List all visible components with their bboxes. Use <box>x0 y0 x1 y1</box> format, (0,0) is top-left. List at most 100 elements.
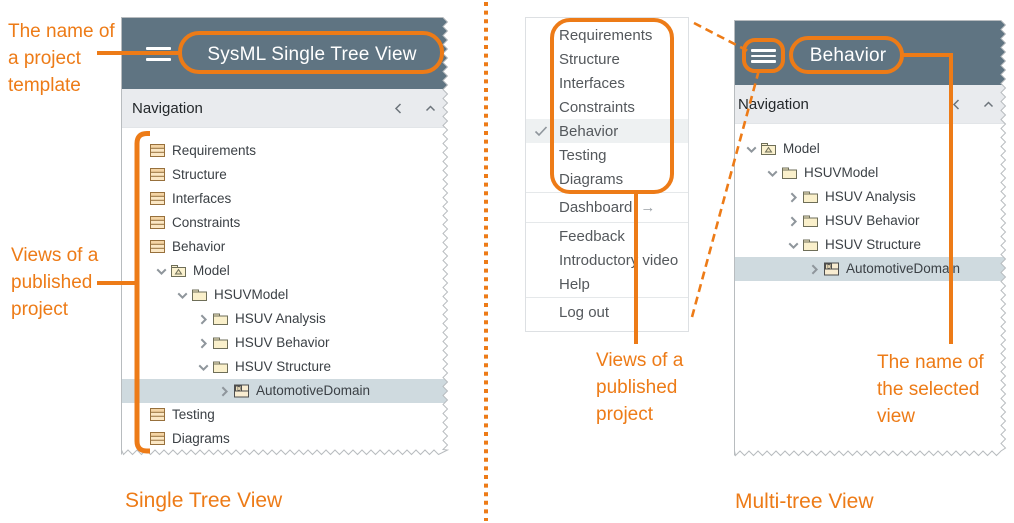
tree-item-automotivedomain[interactable]: D AutomotiveDomain <box>121 379 448 403</box>
menu-item-help[interactable]: Help <box>526 272 688 296</box>
expand-chevron-icon[interactable] <box>785 191 802 203</box>
menu-item-behavior[interactable]: Behavior <box>526 119 688 143</box>
tree-item-label: HSUVModel <box>214 287 289 302</box>
tree-item-testing[interactable]: Testing <box>122 403 448 427</box>
menu-item-testing[interactable]: Testing <box>526 143 688 167</box>
menu-item-requirements[interactable]: Requirements <box>526 23 688 47</box>
tree-item-label: HSUV Analysis <box>235 311 326 326</box>
tree-item-label: HSUV Behavior <box>825 213 920 228</box>
tree-item-interfaces[interactable]: Interfaces <box>122 187 448 211</box>
tree-item-label: HSUV Structure <box>235 359 332 374</box>
menu-separator <box>526 192 688 193</box>
scroll-up-icon[interactable] <box>981 97 996 112</box>
collapse-chevron-icon[interactable] <box>764 167 781 179</box>
collapse-chevron-icon[interactable] <box>743 143 760 155</box>
hamburger-menu-icon[interactable] <box>751 49 776 63</box>
menu-item-feedback[interactable]: Feedback <box>526 224 688 248</box>
menu-item-label: Interfaces <box>559 74 625 92</box>
tree-item-constraints[interactable]: Constraints <box>122 211 448 235</box>
collapse-panel-icon[interactable] <box>391 101 406 116</box>
tree-item-hsuv-structure[interactable]: HSUV Structure <box>735 233 1006 257</box>
menu-item-dashboard[interactable]: Dashboard → <box>526 194 688 221</box>
menu-item-label: Log out <box>559 304 610 321</box>
menu-item-label: Diagrams <box>559 170 624 188</box>
view-icon <box>149 431 166 447</box>
scroll-up-icon[interactable] <box>423 101 438 116</box>
tree-item-hsuv-analysis[interactable]: HSUV Analysis <box>735 185 1006 209</box>
annotation-selected-view: The name of the selected view <box>877 352 984 427</box>
menu-item-introductory-video[interactable]: Introductory video <box>526 248 688 272</box>
tree-item-label: Diagrams <box>172 431 230 446</box>
menu-item-label: Requirements <box>559 26 653 44</box>
tree-item-label: Structure <box>172 167 227 182</box>
tree-item-hsuv-structure[interactable]: HSUV Structure <box>122 355 448 379</box>
expand-chevron-icon[interactable] <box>806 263 823 275</box>
tree-item-hsuvmodel[interactable]: HSUVModel <box>735 161 1006 185</box>
collapse-chevron-icon[interactable] <box>195 361 212 373</box>
tree-item-label: Behavior <box>172 239 226 254</box>
diagram-icon: D <box>233 383 250 399</box>
menu-item-label: Introductory video <box>559 251 679 269</box>
caption-single-tree: Single Tree View <box>125 489 283 512</box>
tree-item-diagrams[interactable]: Diagrams <box>122 427 448 451</box>
tree-item-label: AutomotiveDomain <box>846 261 961 276</box>
folder-icon <box>212 335 229 351</box>
tree-item-label: Testing <box>172 407 215 422</box>
view-title: Behavior <box>809 45 887 66</box>
tree-item-label: HSUV Analysis <box>825 189 916 204</box>
expand-chevron-icon[interactable] <box>216 385 233 397</box>
expand-chevron-icon[interactable] <box>195 313 212 325</box>
svg-text:D: D <box>237 386 241 392</box>
menu-item-interfaces[interactable]: Interfaces <box>526 71 688 95</box>
collapse-panel-icon[interactable] <box>949 97 964 112</box>
collapse-chevron-icon[interactable] <box>174 289 191 301</box>
app-header: SysML Single Tree View <box>121 17 448 89</box>
annotation-views-mid: Views of a published project <box>596 350 684 425</box>
menu-item-label: Feedback <box>559 227 625 245</box>
expand-chevron-icon[interactable] <box>195 337 212 349</box>
tree-item-label: Constraints <box>172 215 241 230</box>
menu-item-label: Constraints <box>559 98 635 116</box>
hamburger-menu-icon[interactable] <box>146 47 171 61</box>
folder-icon <box>802 213 819 229</box>
collapse-chevron-icon[interactable] <box>153 265 170 277</box>
menu-item-label: Dashboard <box>559 199 633 216</box>
menu-item-diagrams[interactable]: Diagrams <box>526 167 688 191</box>
collapse-chevron-icon[interactable] <box>785 239 802 251</box>
tree-item-hsuvmodel[interactable]: HSUVModel <box>122 283 448 307</box>
svg-text:D: D <box>827 264 831 270</box>
menu-item-constraints[interactable]: Constraints <box>526 95 688 119</box>
expand-chevron-icon[interactable] <box>785 215 802 227</box>
tree-item-behavior[interactable]: Behavior <box>122 235 448 259</box>
tree-item-requirements[interactable]: Requirements <box>122 139 448 163</box>
navigation-bar: Navigation <box>734 85 1006 124</box>
menu-item-structure[interactable]: Structure <box>526 47 688 71</box>
view-icon <box>149 167 166 183</box>
tree-item-structure[interactable]: Structure <box>122 163 448 187</box>
annotation-views-left: Views of a published project <box>11 245 99 320</box>
view-icon <box>149 407 166 423</box>
tree-item-hsuv-behavior[interactable]: HSUV Behavior <box>122 331 448 355</box>
tree-item-label: AutomotiveDomain <box>256 383 371 398</box>
single-tree-panel: SysML Single Tree View Navigation Requir… <box>121 17 450 456</box>
menu-item-log-out[interactable]: Log out <box>526 299 688 326</box>
app-header: Behavior <box>734 20 1006 85</box>
folder-icon <box>802 237 819 253</box>
annotation-project-template: The name of a project template <box>8 21 115 96</box>
menu-item-label: Help <box>559 275 590 293</box>
tree-item-hsuv-analysis[interactable]: HSUV Analysis <box>122 307 448 331</box>
tree-item-model[interactable]: Model <box>122 259 448 283</box>
tree-item-label: Interfaces <box>172 191 232 206</box>
project-title: SysML Single Tree View <box>207 44 417 65</box>
tree-item-automotivedomain[interactable]: D AutomotiveDomain <box>734 257 1006 281</box>
navigation-label: Navigation <box>738 95 809 113</box>
tree-item-label: Requirements <box>172 143 257 158</box>
tree-item-hsuv-behavior[interactable]: HSUV Behavior <box>735 209 1006 233</box>
tree-item-model[interactable]: Model <box>735 137 1006 161</box>
